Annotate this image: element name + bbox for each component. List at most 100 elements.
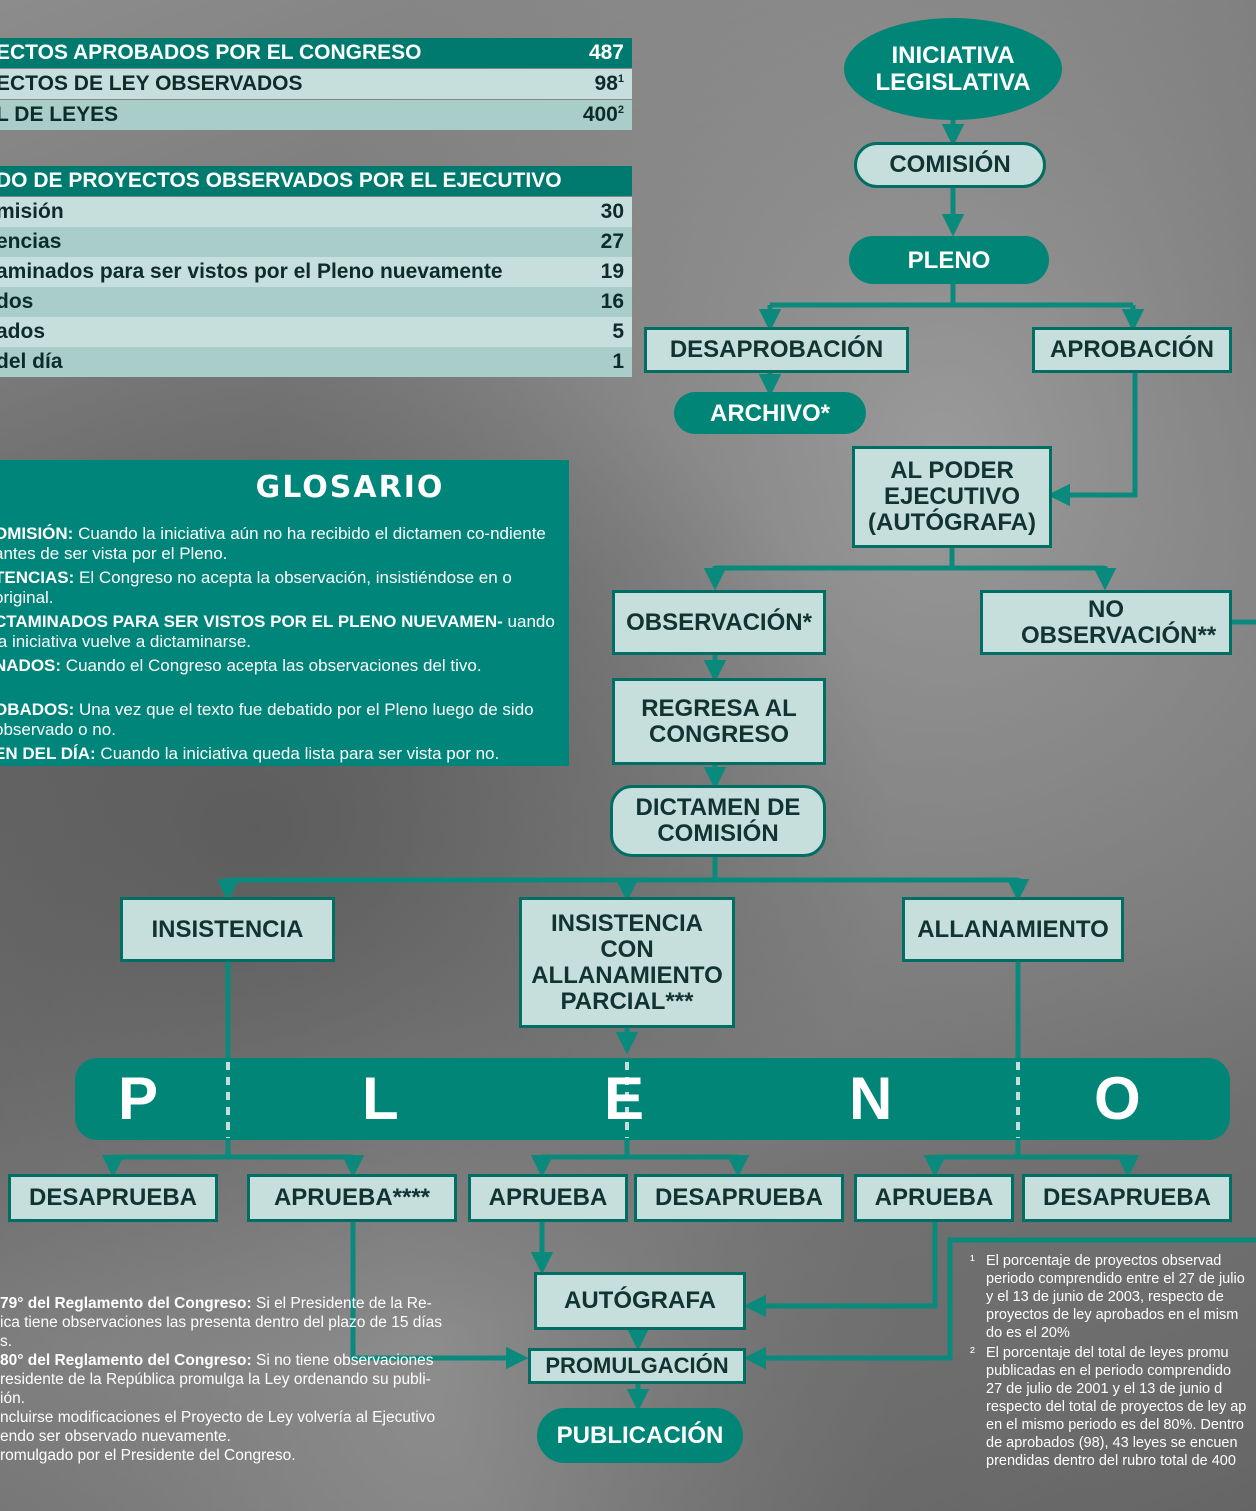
node-label: APRUEBA (874, 1184, 994, 1211)
node-label: DICTAMEN DE COMISIÓN (635, 794, 801, 847)
node-desaprueba-1: DESAPRUEBA (8, 1174, 218, 1222)
summary-label: ECTOS DE LEY OBSERVADOS (0, 72, 303, 95)
node-aprueba-star: APRUEBA**** (247, 1174, 457, 1222)
summary-value: 400 (582, 103, 618, 126)
footnote-line: 80° del Reglamento del Congreso: Si no t… (0, 1351, 500, 1370)
footnotes-right: ¹ El porcentaje de proyectos observad pe… (970, 1252, 1256, 1511)
connector (743, 1237, 1256, 1370)
glossary-item: EN DEL DÍA: Cuando la iniciativa queda l… (0, 744, 564, 764)
connector (1047, 373, 1138, 507)
row-value: 16 (600, 290, 624, 313)
node-iniciativa: INICIATIVA LEGISLATIVA (844, 18, 1062, 120)
row-label: aminados para ser vistos por el Pleno nu… (0, 260, 503, 283)
connector (935, 1140, 1128, 1160)
footnote-text: Si no tiene observaciones (251, 1352, 434, 1369)
node-label: APRUEBA (488, 1184, 608, 1211)
node-regresa: REGRESA AL CONGRESO (612, 678, 826, 765)
connector (743, 1222, 938, 1318)
footnote-text: de aprobados (98), 43 leyes se encuen (986, 1435, 1238, 1451)
footnote-text: y el 13 de junio de 2003, respecto de (986, 1289, 1224, 1305)
row-value: 1 (612, 350, 624, 373)
glossary-text: Cuando el Congreso acepta las observacio… (61, 656, 482, 675)
row-value: 19 (600, 260, 624, 283)
glossary-text: Cuando la iniciativa aún no ha recibido … (0, 524, 546, 563)
glossary-text: Cuando la iniciativa queda lista para se… (95, 744, 500, 763)
node-publicacion: PUBLICACIÓN (537, 1408, 743, 1463)
footnote-text: romulgado por el Presidente del Congreso… (0, 1447, 296, 1464)
glossary-panel: GLOSARIO OMISIÓN: Cuando la iniciativa a… (0, 460, 569, 766)
glossary-term: TENCIAS: (0, 568, 75, 587)
node-label: AUTÓGRAFA (564, 1287, 716, 1314)
glossary-item: CTAMINADOS PARA SER VISTOS POR EL PLENO … (0, 612, 564, 652)
node-label: PUBLICACIÓN (556, 1422, 724, 1449)
summary-value: 487 (588, 41, 624, 64)
row-label: encias (0, 230, 62, 253)
footnote-text: 27 de julio de 2001 y el 13 de junio d (986, 1381, 1223, 1397)
footnote-text: El porcentaje de proyectos observad (986, 1253, 1222, 1269)
table-row: encias 27 (0, 227, 632, 257)
glossary-item: TENCIAS: El Congreso no acepta la observ… (0, 568, 564, 608)
node-label: INICIATIVA LEGISLATIVA (875, 42, 1031, 96)
node-label: ALLANAMIENTO (917, 915, 1109, 943)
pleno-letter-l: L (362, 1065, 399, 1132)
node-pleno: PLENO (849, 236, 1049, 284)
glossary-title: GLOSARIO (255, 470, 445, 505)
node-autografa: AUTÓGRAFA (534, 1272, 746, 1330)
glossary-term: EN DEL DÍA: (0, 744, 96, 763)
glossary-term: OMISIÓN: (0, 524, 74, 543)
footnote-line: residente de la República promulga la Le… (0, 1370, 500, 1389)
connector (767, 282, 1136, 325)
pleno-letter-e: E (604, 1065, 645, 1132)
summary-row: L DE LEYES 4002 (0, 100, 632, 130)
table-row: aminados para ser vistos por el Pleno nu… (0, 257, 632, 287)
row-label: del día (0, 350, 63, 373)
row-value: 27 (600, 230, 624, 253)
summary-row: ECTOS APROBADOS POR EL CONGRESO 487 (0, 38, 632, 68)
node-label: APROBACIÓN (1049, 336, 1214, 363)
node-observacion: OBSERVACIÓN* (612, 590, 826, 655)
glossary-term: NADOS: (0, 656, 62, 675)
node-label: AL PODER EJECUTIVO (AUTÓGRAFA) (868, 457, 1036, 536)
node-insistencia: INSISTENCIA (120, 897, 335, 962)
footnote-text: Si el Presidente de la Re- (251, 1295, 432, 1312)
connector (542, 1140, 738, 1160)
pleno-letter-p: P (118, 1065, 159, 1132)
footnote-line: ión. (0, 1389, 500, 1408)
glossary-term: OBADOS: (0, 700, 75, 719)
footnote-item: ² El porcentaje del total de leyes promu… (970, 1344, 1256, 1470)
node-label: NO OBSERVACIÓN** (1021, 595, 1217, 649)
node-label: DESAPRUEBA (654, 1184, 824, 1211)
footnote-mark: ² (970, 1345, 975, 1361)
footnote-text: s. (0, 1333, 13, 1350)
node-desaprobacion: DESAPROBACIÓN (644, 327, 909, 373)
node-label: REGRESA AL CONGRESO (641, 694, 797, 748)
footnote-line: ncluirse modificaciones el Proyecto de L… (0, 1408, 500, 1427)
node-promulgacion: PROMULGACIÓN (528, 1348, 746, 1384)
node-insistencia-parcial: INSISTENCIA CON ALLANAMIENTO PARCIAL*** (519, 897, 735, 1028)
summary-value: 98 (594, 72, 618, 95)
footnote-line: ica tiene observaciones las presenta den… (0, 1313, 500, 1332)
summary-table: ECTOS APROBADOS POR EL CONGRESO 487 ECTO… (0, 38, 632, 130)
node-label: DESAPROBACIÓN (669, 336, 884, 363)
connector (715, 548, 1105, 571)
footnote-bold: 79° del Reglamento del Congreso: (0, 1295, 252, 1312)
footnote-text: publicadas en el periodo comprendido (986, 1363, 1232, 1379)
node-desaprueba-3: DESAPRUEBA (1022, 1174, 1232, 1222)
node-label: COMISIÓN (889, 151, 1011, 178)
footnote-text: en el mismo periodo es del 80%. Dentro (986, 1417, 1244, 1433)
node-comision: COMISIÓN (854, 142, 1046, 188)
footnote-text: ica tiene observaciones las presenta den… (0, 1314, 443, 1331)
node-aprueba-2: APRUEBA (468, 1174, 628, 1222)
footnote-text: proyectos de ley aprobados en el mism (986, 1307, 1239, 1323)
pleno-letter-o: O (1094, 1065, 1141, 1132)
node-aprueba-3: APRUEBA (854, 1174, 1014, 1222)
footnote-text: ión. (0, 1390, 25, 1407)
footnote-mark: ¹ (970, 1253, 975, 1269)
node-desaprueba-2: DESAPRUEBA (634, 1174, 844, 1222)
footnote-text: prendidas dentro del rubro total de 400 (986, 1453, 1236, 1469)
footnotes-left: 79° del Reglamento del Congreso: Si el P… (0, 1294, 500, 1465)
